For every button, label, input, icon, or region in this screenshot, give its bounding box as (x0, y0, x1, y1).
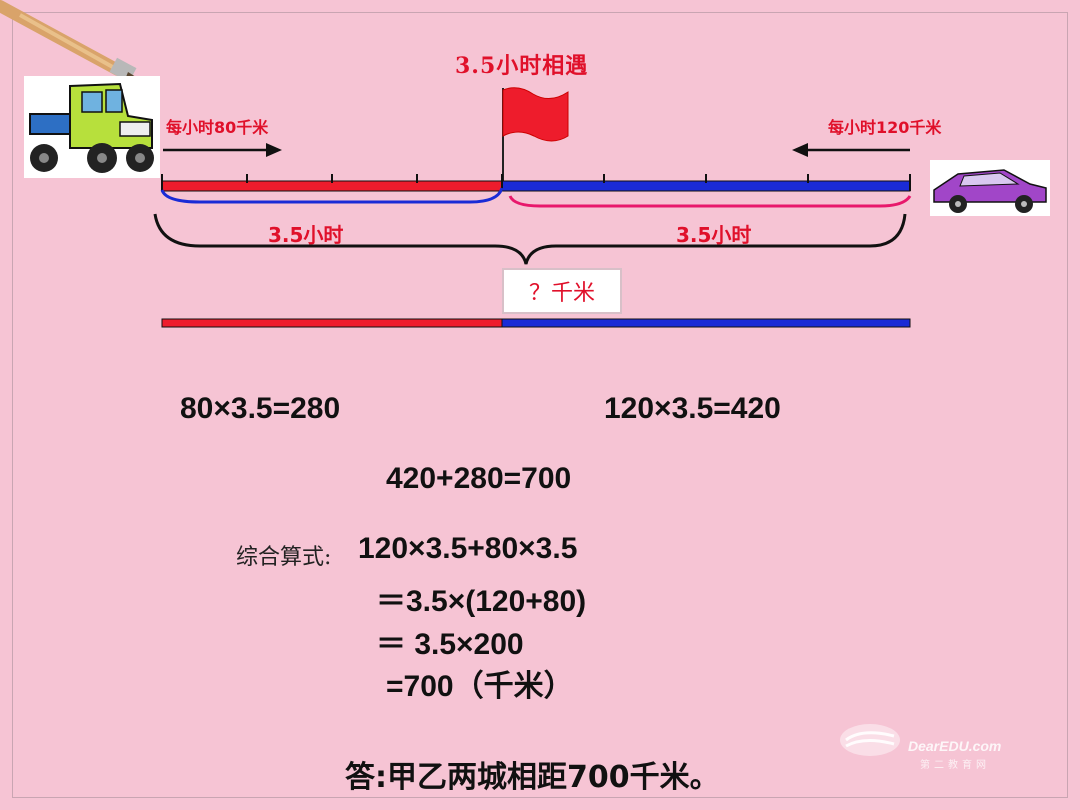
bottom-truck-segment (161, 318, 503, 328)
flag-icon (502, 87, 569, 182)
combined-formula-label: 综合算式: (236, 545, 332, 570)
combined-step-2: ＝3.5×(120+80) (376, 585, 587, 618)
watermark-brand: DearEDU.com (908, 738, 1002, 754)
car-icon (930, 160, 1050, 216)
answer-text: 答:甲乙两城相距700千米。 (345, 760, 720, 795)
combined-step-1: 120×3.5+80×3.5 (358, 532, 578, 565)
sum-equation: 420+280=700 (386, 462, 572, 495)
combined-step-4: =700（千米） (386, 670, 574, 703)
truck-distance-equation: 80×3.5=280 (180, 392, 341, 425)
meeting-time-label: 3.5小时相遇 (455, 53, 589, 79)
bottom-car-segment (501, 318, 911, 328)
watermark-logo-icon (840, 724, 900, 756)
truck-speed-label: 每小时80千米 (166, 118, 269, 137)
car-direction-arrow (792, 143, 910, 157)
diagram-lines (153, 143, 912, 328)
watermark-sub: 第二教育网 (920, 760, 990, 771)
total-distance-question: ？千米 (502, 268, 622, 314)
car-hours-label: 3.5小时 (676, 223, 752, 247)
truck-hours-label: 3.5小时 (268, 223, 344, 247)
tick-marks (161, 174, 911, 191)
car-distance-equation: 120×3.5=420 (604, 392, 781, 425)
truck-icon (24, 76, 160, 178)
truck-hours-brace (160, 187, 504, 204)
slide-frame (12, 12, 1068, 798)
total-brace (153, 213, 907, 265)
car-speed-label: 每小时120千米 (828, 118, 942, 137)
combined-step-3: ＝ 3.5×200 (376, 628, 524, 661)
car-hours-brace (508, 195, 912, 208)
truck-direction-arrow (163, 143, 282, 157)
